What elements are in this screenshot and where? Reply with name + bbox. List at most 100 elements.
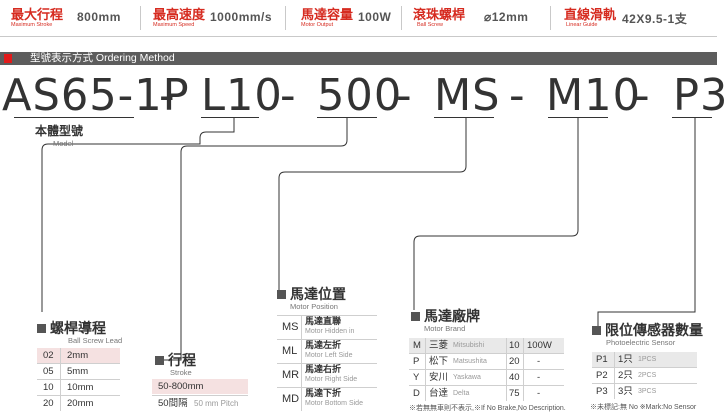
table-row: MD 馬達下折 Motor Bottom Side (277, 388, 377, 410)
brand-en: Matsushita (453, 358, 487, 365)
divider (37, 395, 120, 396)
connector-stroke (158, 118, 348, 361)
position-zh: 馬達右折 (305, 364, 342, 374)
lead-code: 10 (43, 382, 54, 393)
table-row: P1 1只 1PCS (592, 352, 697, 367)
code-separator: - (280, 70, 297, 121)
position-en: Motor Left Side (305, 352, 353, 359)
code-underline (14, 117, 134, 118)
motor-position-label: 馬達位置 (290, 286, 346, 302)
code-lead: L10 (201, 70, 283, 121)
table-row: P 松下 Matsushita 20 - (409, 354, 564, 369)
spec-bar: 最大行程 Maximum Stroke 800mm 最高速度 Maximum S… (0, 0, 717, 37)
lead-value: 20mm (67, 398, 94, 409)
sensor-code: P1 (596, 354, 608, 365)
brand-en: Yaskawa (453, 374, 481, 381)
code-model: AS65-1P (2, 70, 190, 121)
sensor-code: P3 (596, 386, 608, 397)
stroke-label: 行程 (168, 352, 196, 368)
brand-power: - (537, 372, 541, 383)
brand-size: 20 (509, 356, 520, 367)
bullet-square (411, 312, 420, 321)
code-separator: - (509, 70, 526, 121)
stroke-pitch-row: 50間隔 50 mm Pitch (152, 396, 248, 411)
table-row: D 台達 Delta 75 - (409, 386, 564, 401)
divider (301, 315, 302, 411)
spec-label: 滾珠螺桿 (413, 7, 466, 22)
divider (277, 315, 377, 316)
table-row: M 三菱 Mitsubishi 10 100W (409, 338, 564, 353)
divider (550, 6, 551, 30)
position-zh: 馬達直聯 (305, 316, 342, 326)
divider (277, 387, 377, 388)
sensor-label: 限位傳感器數量 (605, 322, 703, 338)
sensor-code: P2 (596, 370, 608, 381)
brand-power: - (537, 388, 541, 399)
spec-label-en: Linear Guide (566, 22, 598, 28)
connector-motor-position (278, 118, 467, 296)
code-sensor: P3 (673, 70, 728, 121)
position-code: ML (282, 345, 298, 357)
divider (285, 6, 286, 30)
bullet-square (592, 326, 601, 335)
brand-en: Delta (453, 390, 470, 397)
code-separator: - (159, 70, 176, 121)
code-motor-brand: M10 (546, 70, 642, 121)
sensor-en: 1PCS (638, 356, 657, 363)
spec-value: 800mm (77, 10, 121, 24)
lead-code: 02 (43, 350, 54, 361)
table-row: 05 5mm (37, 364, 120, 379)
table-row: 20 20mm (37, 396, 120, 411)
spec-label-en: Maximum Speed (153, 22, 195, 28)
lead-label-en: Ball Screw Lead (68, 336, 123, 345)
brand-zh: 台達 (429, 388, 449, 399)
divider (506, 338, 507, 401)
brand-zh: 三菱 (429, 340, 449, 351)
code-underline (672, 117, 712, 118)
lead-value: 5mm (67, 366, 89, 377)
stroke-pitch: 50間隔 (158, 398, 188, 409)
brand-code: Y (413, 372, 420, 383)
code-underline (317, 117, 377, 118)
spec-value: 1000mm/s (210, 10, 273, 24)
brand-code: P (413, 356, 420, 367)
spec-motor-output: 馬達容量 Motor Output 100W (301, 4, 411, 30)
position-code: MR (282, 369, 300, 381)
brand-code: D (413, 388, 420, 399)
divider (409, 369, 564, 370)
lead-value: 10mm (67, 382, 94, 393)
position-en: Motor Bottom Side (305, 400, 363, 407)
spec-max-speed: 最高速度 Maximum Speed 1000mm/s (153, 4, 293, 30)
table-row: ML 馬達左折 Motor Left Side (277, 340, 377, 362)
section-marker (4, 54, 12, 63)
motor-brand-label: 馬達廠牌 (424, 308, 480, 324)
model-label: 本體型號 (35, 124, 84, 138)
brand-zh: 松下 (429, 356, 449, 367)
stroke-range: 50-800mm (158, 381, 204, 392)
bullet-square (277, 290, 286, 299)
brand-power: - (537, 356, 541, 367)
spec-label-en: Motor Output (301, 22, 334, 28)
bullet-square (37, 324, 46, 333)
sensor-zh: 2只 (618, 370, 633, 381)
table-row: 02 2mm (37, 348, 120, 363)
spec-label-en: Maximum Stroke (11, 22, 53, 28)
divider (409, 385, 564, 386)
connector-motor-brand (413, 118, 579, 310)
table-row: P3 3只 3PCS (592, 384, 697, 399)
spec-label: 馬達容量 (301, 7, 354, 22)
code-separator: - (396, 70, 413, 121)
code-underline (434, 117, 494, 118)
motor-brand-label-en: Motor Brand (424, 324, 466, 333)
divider (592, 383, 697, 384)
code-underline (548, 117, 608, 118)
spec-linear-guide: 直線滑軌 Linear Guide 42X9.5-1支 (564, 4, 714, 30)
position-zh: 馬達下折 (305, 388, 342, 398)
spec-label: 直線滑軌 (564, 7, 617, 22)
brand-code: M (413, 340, 421, 351)
spec-max-stroke: 最大行程 Maximum Stroke 800mm (11, 4, 151, 30)
divider (60, 348, 61, 411)
position-code: MS (282, 321, 299, 333)
lead-code: 05 (43, 366, 54, 377)
